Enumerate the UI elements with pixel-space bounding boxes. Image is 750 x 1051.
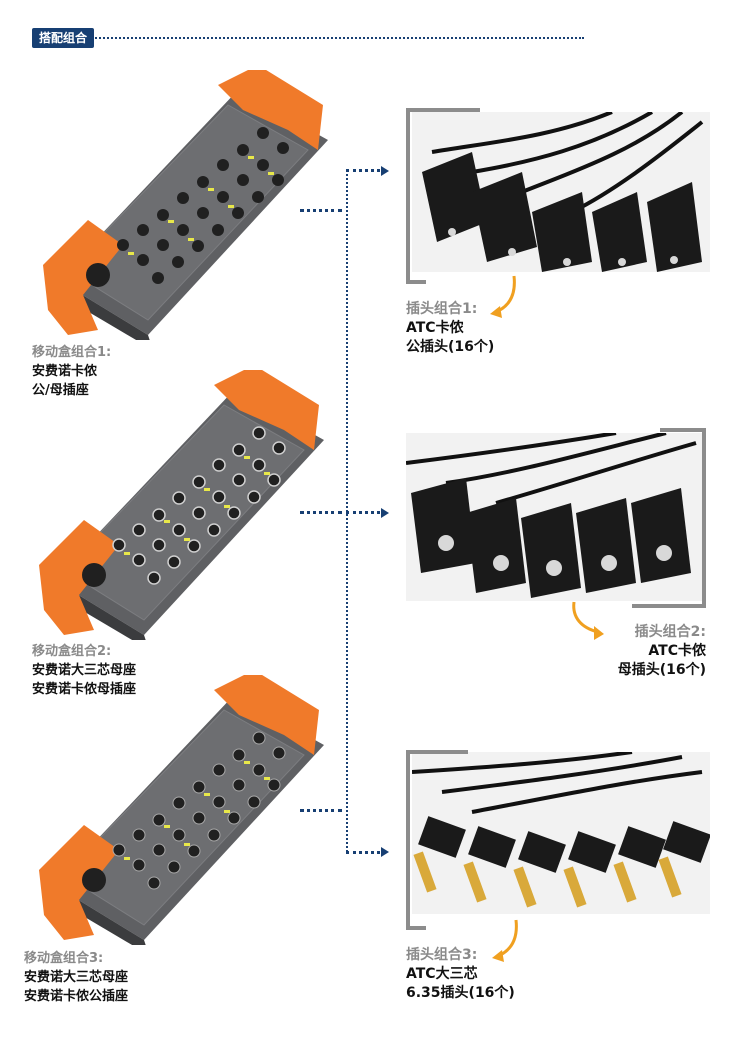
connector-line: [346, 169, 380, 172]
section-divider: [92, 37, 584, 39]
stagebox-image-2: [24, 365, 324, 650]
plug-caption-2: 插头组合2: ATC卡侬 母插头(16个): [596, 623, 706, 680]
stagebox-line: 公/母插座: [32, 383, 89, 398]
photo-frame: [406, 108, 410, 284]
photo-frame: [406, 750, 410, 930]
photo-frame: [406, 926, 426, 930]
plug-line: ATC大三芯: [406, 966, 478, 982]
curve-arrow-icon: [492, 919, 518, 962]
connector-line: [346, 511, 380, 514]
stagebox-line: 安费诺卡侬公插座: [24, 989, 129, 1004]
plug-title: 插头组合3:: [406, 947, 478, 963]
plug-title: 插头组合2:: [634, 624, 706, 640]
stagebox-title: 移动盒组合3:: [24, 951, 104, 966]
connector-line: [300, 511, 342, 514]
xlr-female-plugs-icon: [406, 433, 702, 601]
stagebox-image-1: [28, 65, 328, 350]
arrow-icon: [381, 508, 389, 518]
plug-line: ATC卡侬: [648, 643, 706, 659]
photo-frame: [632, 604, 706, 608]
xlr-male-plugs-icon: [412, 112, 710, 272]
plug-caption-1: 插头组合1: ATC卡侬 公插头(16个): [406, 300, 494, 357]
stagebox-line: 安费诺大三芯母座: [24, 970, 129, 985]
connector-line: [300, 809, 342, 812]
photo-frame: [406, 108, 480, 112]
plug-caption-3: 插头组合3: ATC大三芯 6.35插头(16个): [406, 946, 515, 1003]
plug-title: 插头组合1:: [406, 301, 478, 317]
plug-line: 6.35插头(16个): [406, 985, 515, 1001]
stagebox-icon: [39, 670, 324, 955]
stagebox-caption-2: 移动盒组合2: 安费诺大三芯母座 安费诺卡侬母插座: [32, 642, 136, 699]
plug-photo-1: [412, 112, 710, 272]
photo-frame: [660, 428, 706, 432]
connector-line: [346, 851, 380, 854]
stagebox-caption-3: 移动盒组合3: 安费诺大三芯母座 安费诺卡侬公插座: [24, 949, 128, 1006]
stagebox-icon: [39, 365, 324, 650]
plug-line: 公插头(16个): [406, 339, 495, 355]
photo-frame: [702, 428, 706, 608]
stagebox-title: 移动盒组合1:: [32, 345, 112, 360]
stagebox-icon: [43, 65, 328, 350]
section-tag: 搭配组合: [32, 28, 95, 48]
curve-arrow-icon: [572, 601, 604, 640]
plug-line: 母插头(16个): [617, 662, 706, 678]
trs-jack-plugs-icon: [412, 752, 710, 914]
connector-line: [300, 209, 342, 212]
plug-photo-2: [406, 433, 702, 601]
stagebox-line: 安费诺卡侬母插座: [32, 682, 137, 697]
arrow-icon: [381, 166, 389, 176]
stagebox-line: 安费诺大三芯母座: [32, 663, 137, 678]
arrow-icon: [381, 847, 389, 857]
stagebox-line: 安费诺卡侬: [32, 364, 98, 379]
photo-frame: [406, 280, 426, 284]
stagebox-caption-1: 移动盒组合1: 安费诺卡侬 公/母插座: [32, 343, 111, 400]
stagebox-title: 移动盒组合2:: [32, 644, 112, 659]
photo-frame: [406, 750, 468, 754]
plug-line: ATC卡侬: [406, 320, 464, 336]
curve-arrow-icon: [490, 275, 516, 318]
stagebox-image-3: [24, 670, 324, 955]
plug-photo-3: [412, 752, 710, 914]
